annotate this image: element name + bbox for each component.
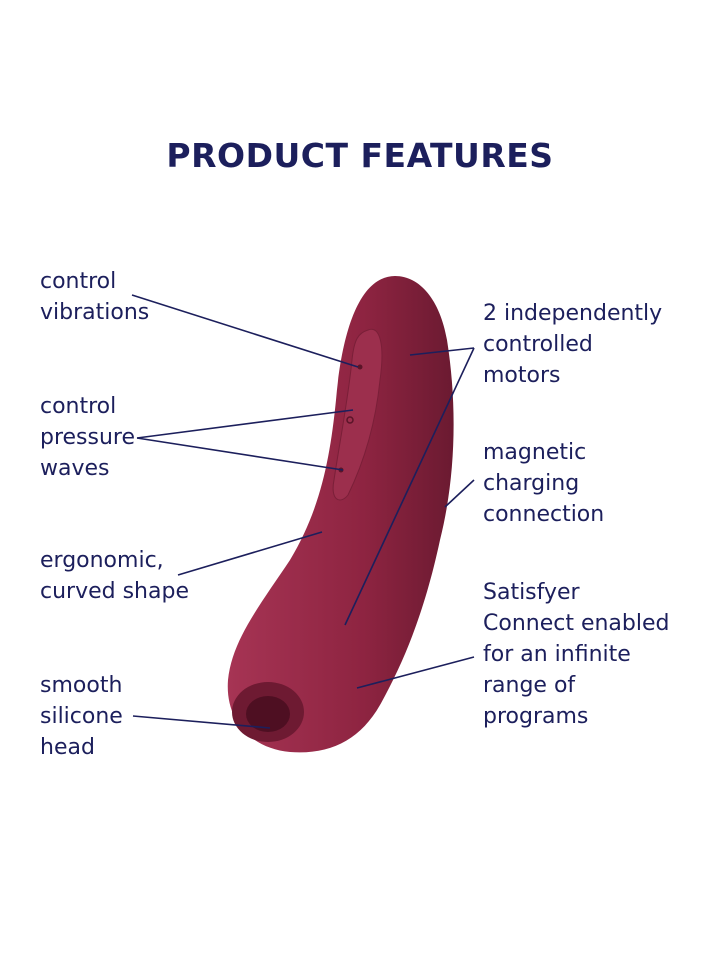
label-magnetic-charging: magnetic charging connection (483, 440, 605, 527)
label-ergonomic-shape: ergonomic, curved shape (40, 548, 189, 604)
product-body (227, 276, 454, 753)
label-smooth-head: smooth silicone head (40, 673, 123, 760)
page-title: PRODUCT FEATURES (166, 136, 554, 175)
label-control-vibrations: control vibrations (40, 269, 150, 325)
label-control-pressure-waves: control pressure waves (40, 394, 136, 481)
label-connect-app: Satisfyer Connect enabled for an infinit… (483, 580, 670, 729)
label-motors: 2 independently controlled motors (483, 301, 663, 388)
leader-lines (131, 294, 475, 729)
power-button-icon (346, 416, 354, 424)
vibration-button-icon (357, 364, 363, 370)
head-opening (246, 696, 290, 732)
control-panel (332, 328, 383, 501)
